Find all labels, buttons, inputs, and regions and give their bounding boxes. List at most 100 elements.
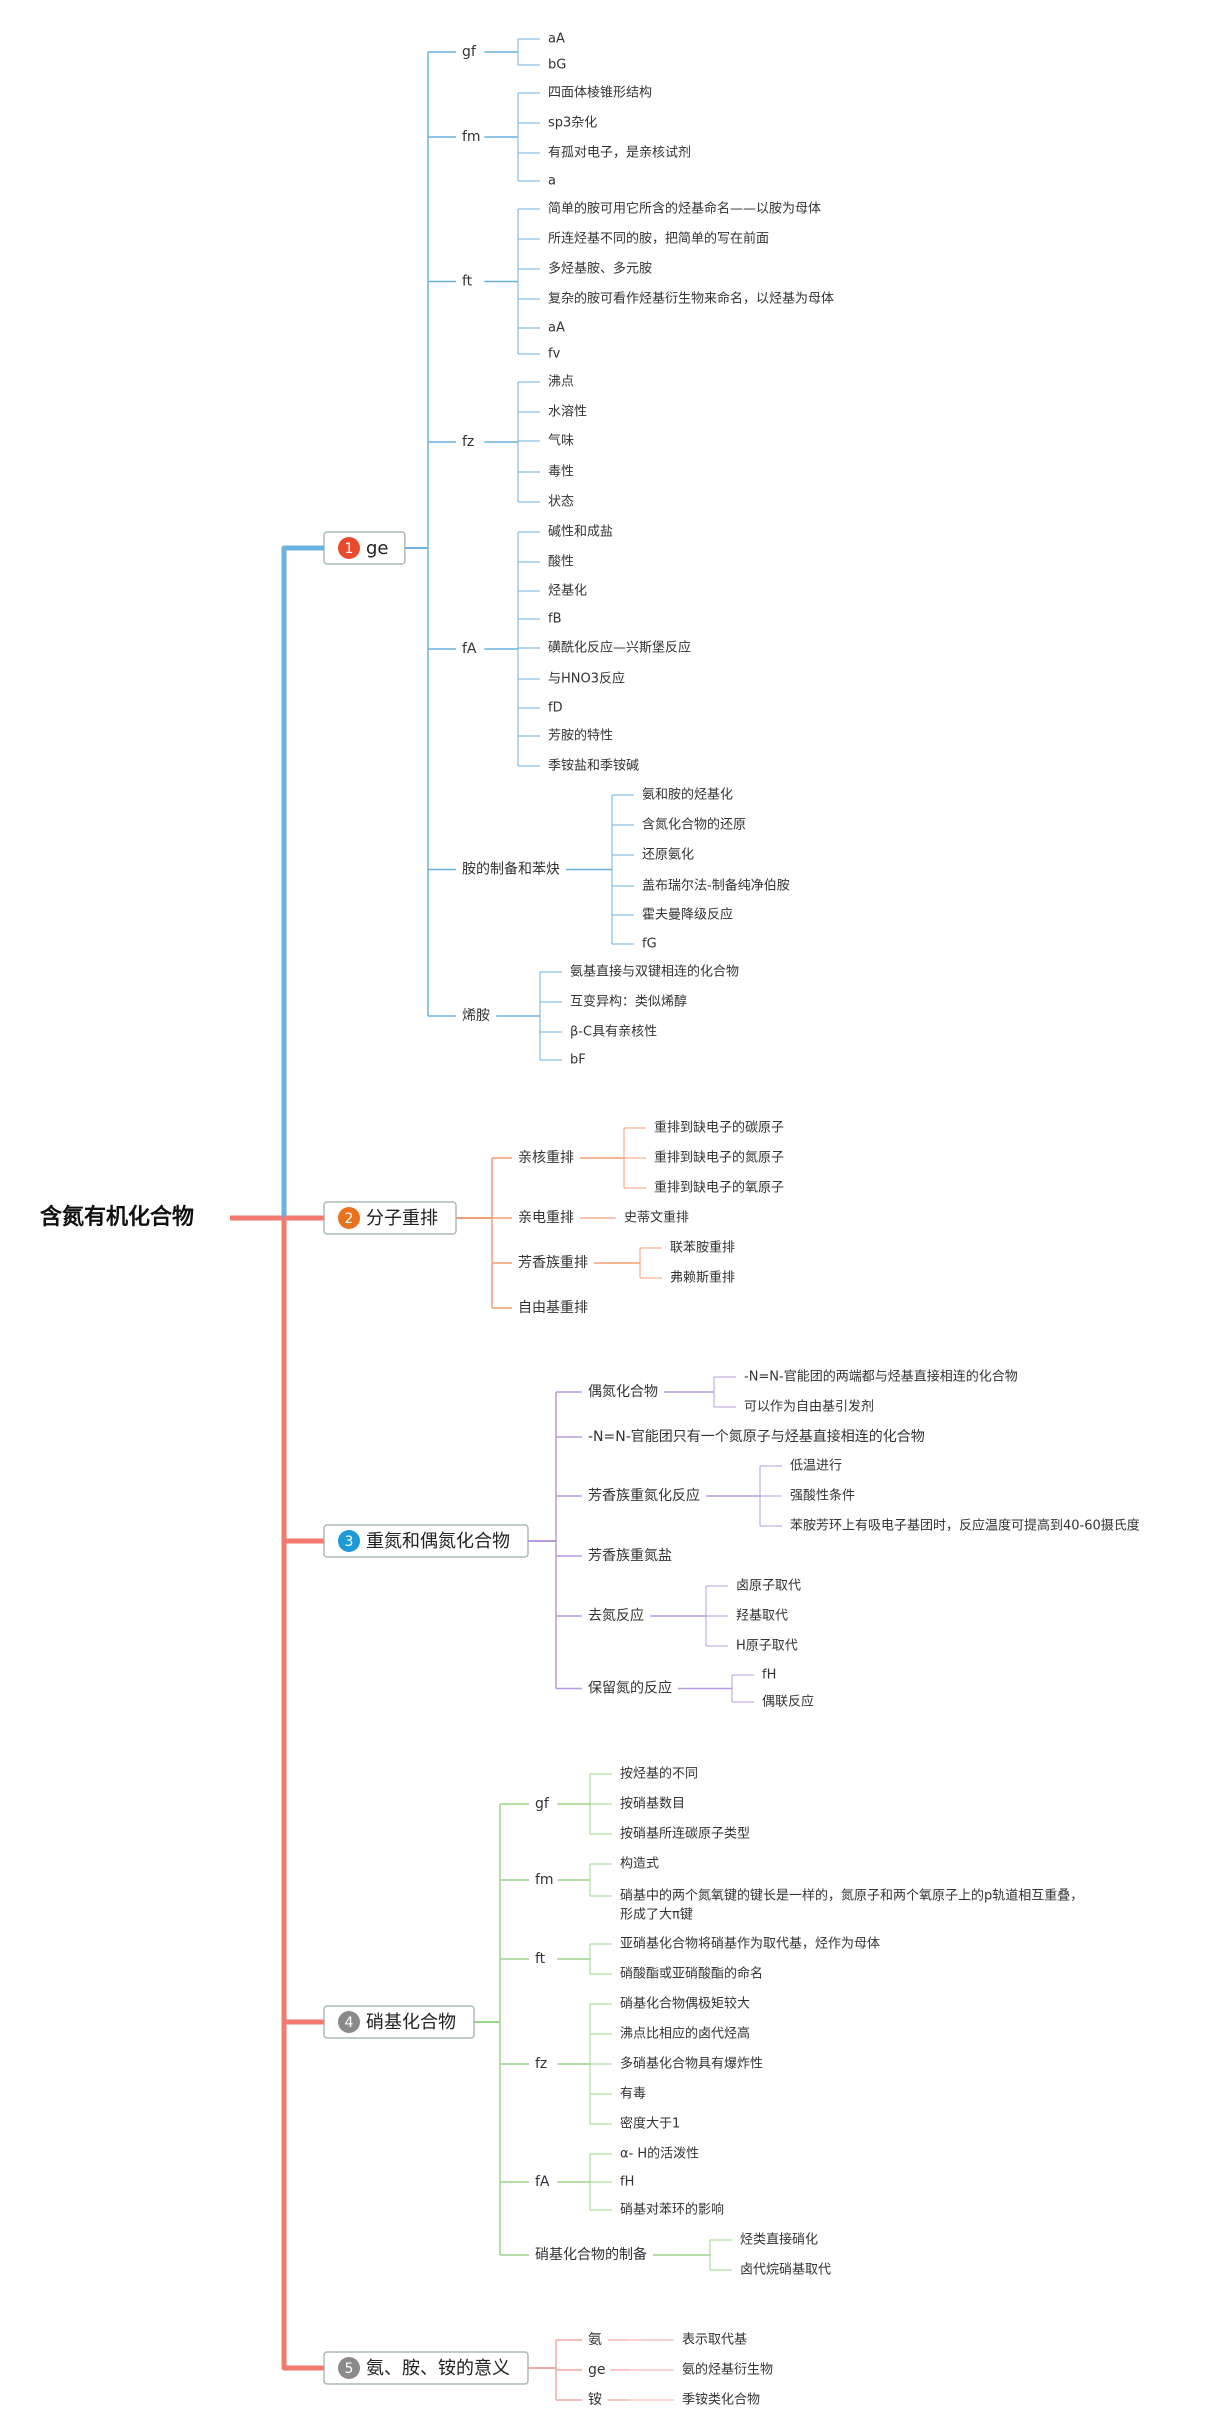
child-node[interactable]: -N=N-官能团只有一个氮原子与烃基直接相连的化合物 — [588, 1428, 925, 1445]
leaf-node[interactable]: 与HNO3反应 — [548, 671, 625, 687]
leaf-node[interactable]: 重排到缺电子的氮原子 — [654, 1150, 784, 1166]
leaf-node[interactable]: 烃类直接硝化 — [740, 2232, 818, 2248]
child-node[interactable]: fA — [462, 641, 477, 657]
leaf-node[interactable]: 硝酸酯或亚硝酸酯的命名 — [620, 1966, 763, 1982]
child-node[interactable]: 亲核重排 — [518, 1150, 574, 1166]
leaf-node[interactable]: 按硝基数目 — [620, 1797, 685, 1812]
leaf-node[interactable]: α- H的活泼性 — [620, 2146, 699, 2162]
child-node[interactable]: 保留氮的反应 — [588, 1680, 672, 1697]
child-node[interactable]: 烯胺 — [462, 1008, 490, 1024]
child-node[interactable]: 亲电重排 — [518, 1210, 574, 1226]
leaf-node[interactable]: fH — [762, 1668, 776, 1683]
child-node[interactable]: fm — [535, 1872, 554, 1888]
leaf-node[interactable]: 硝基中的两个氮氧键的键长是一样的，氮原子和两个氧原子上的p轨道相互重叠，形成了大… — [620, 1888, 1083, 1923]
leaf-node[interactable]: 强酸性条件 — [790, 1488, 855, 1504]
leaf-node[interactable]: 酸性 — [548, 555, 574, 570]
leaf-node[interactable]: 羟基取代 — [736, 1609, 788, 1624]
child-node[interactable]: 芳香族重氮化反应 — [588, 1487, 700, 1504]
leaf-node[interactable]: β-C具有亲核性 — [570, 1025, 657, 1040]
leaf-node[interactable]: H原子取代 — [736, 1639, 798, 1654]
leaf-node[interactable]: 低温进行 — [790, 1459, 842, 1474]
leaf-node[interactable]: 卤代烷硝基取代 — [740, 2262, 831, 2278]
leaf-node[interactable]: 卤原子取代 — [736, 1578, 801, 1594]
leaf-node[interactable]: 还原氨化 — [642, 848, 694, 863]
child-node[interactable]: 胺的制备和苯炔 — [462, 861, 560, 878]
leaf-node[interactable]: 有毒 — [620, 2087, 646, 2102]
child-node[interactable]: 去氮反应 — [588, 1607, 644, 1624]
leaf-node[interactable]: 毒性 — [548, 465, 574, 480]
leaf-node[interactable]: 盖布瑞尔法-制备纯净伯胺 — [642, 878, 790, 894]
child-node[interactable]: 自由基重排 — [518, 1299, 588, 1316]
leaf-node[interactable]: aA — [548, 32, 565, 47]
leaf-node[interactable]: 氨和胺的烃基化 — [642, 787, 733, 803]
leaf-node[interactable]: 磺酰化反应—兴斯堡反应 — [548, 640, 691, 656]
leaf-node[interactable]: 季铵类化合物 — [682, 2393, 760, 2408]
leaf-node[interactable]: 简单的胺可用它所含的烃基命名——以胺为母体 — [548, 201, 821, 217]
leaf-node[interactable]: aA — [548, 321, 565, 336]
leaf-node[interactable]: 苯胺芳环上有吸电子基团时，反应温度可提高到40-60摄氏度 — [790, 1518, 1140, 1534]
child-node[interactable]: fz — [462, 434, 474, 450]
leaf-node[interactable]: 状态 — [548, 495, 574, 510]
child-node[interactable]: 铵 — [588, 2392, 602, 2408]
child-node[interactable]: fz — [535, 2056, 547, 2072]
leaf-node[interactable]: 氨的烃基衍生物 — [682, 2362, 773, 2378]
leaf-node[interactable]: 沸点 — [548, 375, 574, 390]
leaf-node[interactable]: 互变异构：类似烯醇 — [570, 994, 687, 1010]
leaf-node[interactable]: 密度大于1 — [620, 2116, 680, 2132]
leaf-node[interactable]: 沸点比相应的卤代烃高 — [620, 2026, 750, 2042]
leaf-node[interactable]: 气味 — [548, 433, 574, 449]
leaf-node[interactable]: fv — [548, 347, 561, 362]
leaf-node[interactable]: 可以作为自由基引发剂 — [744, 1399, 874, 1415]
leaf-node[interactable]: -N=N-官能团的两端都与烃基直接相连的化合物 — [744, 1369, 1018, 1385]
child-node[interactable]: fm — [462, 129, 481, 145]
leaf-node[interactable]: 弗赖斯重排 — [670, 1270, 735, 1286]
leaf-node[interactable]: 烃基化 — [548, 584, 587, 599]
child-node[interactable]: gf — [462, 44, 477, 60]
child-node[interactable]: ft — [462, 274, 473, 290]
leaf-node[interactable]: 亚硝基化合物将硝基作为取代基，烃作为母体 — [620, 1937, 880, 1952]
leaf-node[interactable]: 按烃基的不同 — [620, 1766, 698, 1782]
child-node[interactable]: 硝基化合物的制备 — [535, 2246, 647, 2263]
child-node[interactable]: 偶氮化合物 — [588, 1384, 658, 1400]
leaf-node[interactable]: 多硝基化合物具有爆炸性 — [620, 2056, 763, 2072]
leaf-node[interactable]: bF — [570, 1053, 586, 1068]
child-node[interactable]: ge — [588, 2362, 606, 2378]
leaf-node[interactable]: 硝基化合物偶极矩较大 — [620, 1997, 750, 2012]
leaf-node[interactable]: 偶联反应 — [762, 1694, 814, 1710]
leaf-node[interactable]: 芳胺的特性 — [548, 728, 613, 744]
root-title[interactable]: 含氮有机化合物 — [40, 1204, 194, 1230]
leaf-node[interactable]: fG — [642, 937, 657, 952]
leaf-node[interactable]: fD — [548, 701, 563, 716]
leaf-node[interactable]: 重排到缺电子的碳原子 — [654, 1120, 784, 1136]
leaf-node[interactable]: 所连烃基不同的胺，把简单的写在前面 — [548, 231, 769, 247]
leaf-node[interactable]: 构造式 — [620, 1857, 659, 1872]
leaf-node[interactable]: 水溶性 — [548, 405, 587, 420]
leaf-node[interactable]: a — [548, 174, 556, 189]
leaf-node[interactable]: fB — [548, 612, 562, 627]
leaf-node[interactable]: 史蒂文重排 — [624, 1210, 689, 1226]
leaf-node[interactable]: fH — [620, 2175, 634, 2190]
leaf-node[interactable]: sp3杂化 — [548, 116, 597, 131]
leaf-node[interactable]: 联苯胺重排 — [670, 1240, 735, 1256]
leaf-node[interactable]: 重排到缺电子的氧原子 — [654, 1180, 784, 1196]
leaf-node[interactable]: 有孤对电子，是亲核试剂 — [548, 146, 691, 161]
leaf-node[interactable]: 含氮化合物的还原 — [642, 817, 746, 833]
leaf-node[interactable]: 四面体棱锥形结构 — [548, 85, 652, 101]
leaf-node[interactable]: 季铵盐和季铵碱 — [548, 759, 639, 774]
leaf-node[interactable]: 复杂的胺可看作烃基衍生物来命名，以烃基为母体 — [548, 291, 834, 307]
leaf-node[interactable]: 氨基直接与双键相连的化合物 — [570, 964, 739, 980]
child-node[interactable]: gf — [535, 1796, 550, 1812]
child-node[interactable]: fA — [535, 2174, 550, 2190]
leaf-node[interactable]: 碱性和成盐 — [548, 525, 613, 540]
child-node[interactable]: 氨 — [588, 2332, 602, 2348]
leaf-node[interactable]: 硝基对苯环的影响 — [620, 2202, 724, 2218]
leaf-node[interactable]: 霍夫曼降级反应 — [642, 907, 733, 923]
child-node[interactable]: 芳香族重氮盐 — [588, 1547, 672, 1564]
leaf-node[interactable]: 多烃基胺、多元胺 — [548, 261, 652, 277]
child-node[interactable]: ft — [535, 1951, 546, 1967]
